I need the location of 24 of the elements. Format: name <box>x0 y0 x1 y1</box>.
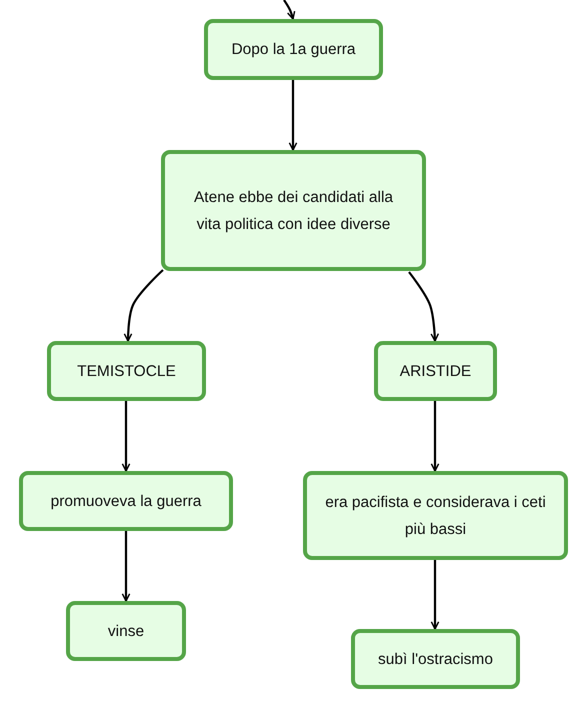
process-box <box>161 150 426 271</box>
process-box <box>19 471 233 531</box>
process-box <box>204 19 383 80</box>
arrow <box>288 80 298 151</box>
arrow <box>122 531 130 602</box>
arrow <box>430 560 440 630</box>
process-box <box>47 341 206 401</box>
node-text: era pacifista e considerava i ceti più bassi <box>324 492 547 540</box>
arrow <box>124 269 164 342</box>
process-box <box>66 601 186 661</box>
node-text: vinse <box>108 622 144 642</box>
arrow <box>408 271 440 342</box>
process-box <box>351 629 520 689</box>
process-box <box>303 471 568 560</box>
arrow <box>430 401 440 472</box>
node-text: Dopo la 1a guerra <box>231 40 356 60</box>
node-text: subì l'ostracismo <box>378 650 493 670</box>
node-text: TEMISTOCLE <box>77 362 176 382</box>
arrow <box>122 401 130 472</box>
arrow <box>283 0 296 20</box>
node-text: promuoveva la guerra <box>50 492 202 512</box>
process-box <box>374 341 497 401</box>
node-text: Atene ebbe dei candidati alla vita politica con idee diverse <box>192 188 394 234</box>
node-text: ARISTIDE <box>400 362 472 382</box>
